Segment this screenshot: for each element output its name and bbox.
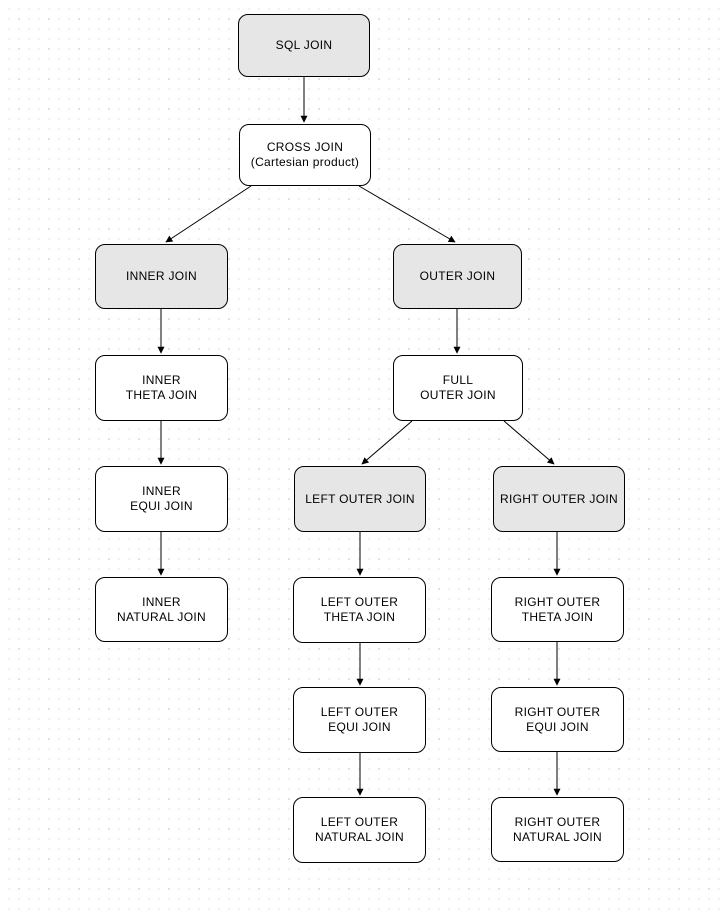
node-label-right-outer-join: RIGHT OUTER JOIN [500,491,618,506]
node-label-left-outer-natural-join: LEFT OUTER NATURAL JOIN [315,815,404,844]
node-inner-join[interactable]: INNER JOIN [95,244,228,309]
edge-full-outer-join-to-right-outer-join [503,420,555,465]
node-label-left-outer-join: LEFT OUTER JOIN [305,491,415,506]
node-sql-join[interactable]: SQL JOIN [238,14,370,77]
node-left-outer-equi-join[interactable]: LEFT OUTER EQUI JOIN [293,687,426,753]
node-label-inner-natural-join: INNER NATURAL JOIN [117,594,206,624]
node-right-outer-theta-join[interactable]: RIGHT OUTER THETA JOIN [491,577,624,642]
node-right-outer-natural-join[interactable]: RIGHT OUTER NATURAL JOIN [491,797,624,862]
node-label-inner-theta-join: INNER THETA JOIN [125,373,198,402]
node-right-outer-join[interactable]: RIGHT OUTER JOIN [493,466,625,532]
node-left-outer-theta-join[interactable]: LEFT OUTER THETA JOIN [293,577,426,643]
node-inner-theta-join[interactable]: INNER THETA JOIN [95,355,228,421]
node-label-sql-join: SQL JOIN [275,38,333,52]
node-label-right-outer-theta-join: RIGHT OUTER THETA JOIN [514,594,601,624]
node-inner-natural-join[interactable]: INNER NATURAL JOIN [95,577,228,642]
node-right-outer-equi-join[interactable]: RIGHT OUTER EQUI JOIN [491,687,624,752]
node-label-inner-equi-join: INNER EQUI JOIN [130,484,193,513]
edge-full-outer-join-to-left-outer-join [361,420,413,465]
edge-cross-join-to-inner-join [165,185,252,243]
node-label-left-outer-theta-join: LEFT OUTER THETA JOIN [320,595,399,624]
node-label-full-outer-join: FULL OUTER JOIN [420,373,496,402]
node-inner-equi-join[interactable]: INNER EQUI JOIN [95,466,228,532]
edge-cross-join-to-outer-join [358,185,456,243]
node-full-outer-join[interactable]: FULL OUTER JOIN [393,355,523,421]
node-label-cross-join: CROSS JOIN (Cartesian product) [250,140,360,169]
node-label-right-outer-natural-join: RIGHT OUTER NATURAL JOIN [513,814,602,844]
node-left-outer-join[interactable]: LEFT OUTER JOIN [294,466,426,532]
node-cross-join[interactable]: CROSS JOIN (Cartesian product) [239,124,371,186]
node-left-outer-natural-join[interactable]: LEFT OUTER NATURAL JOIN [293,797,426,863]
node-outer-join[interactable]: OUTER JOIN [393,244,522,309]
node-label-inner-join: INNER JOIN [125,269,197,283]
node-label-outer-join: OUTER JOIN [419,269,496,283]
node-label-right-outer-equi-join: RIGHT OUTER EQUI JOIN [514,704,601,734]
node-label-left-outer-equi-join: LEFT OUTER EQUI JOIN [320,705,399,734]
